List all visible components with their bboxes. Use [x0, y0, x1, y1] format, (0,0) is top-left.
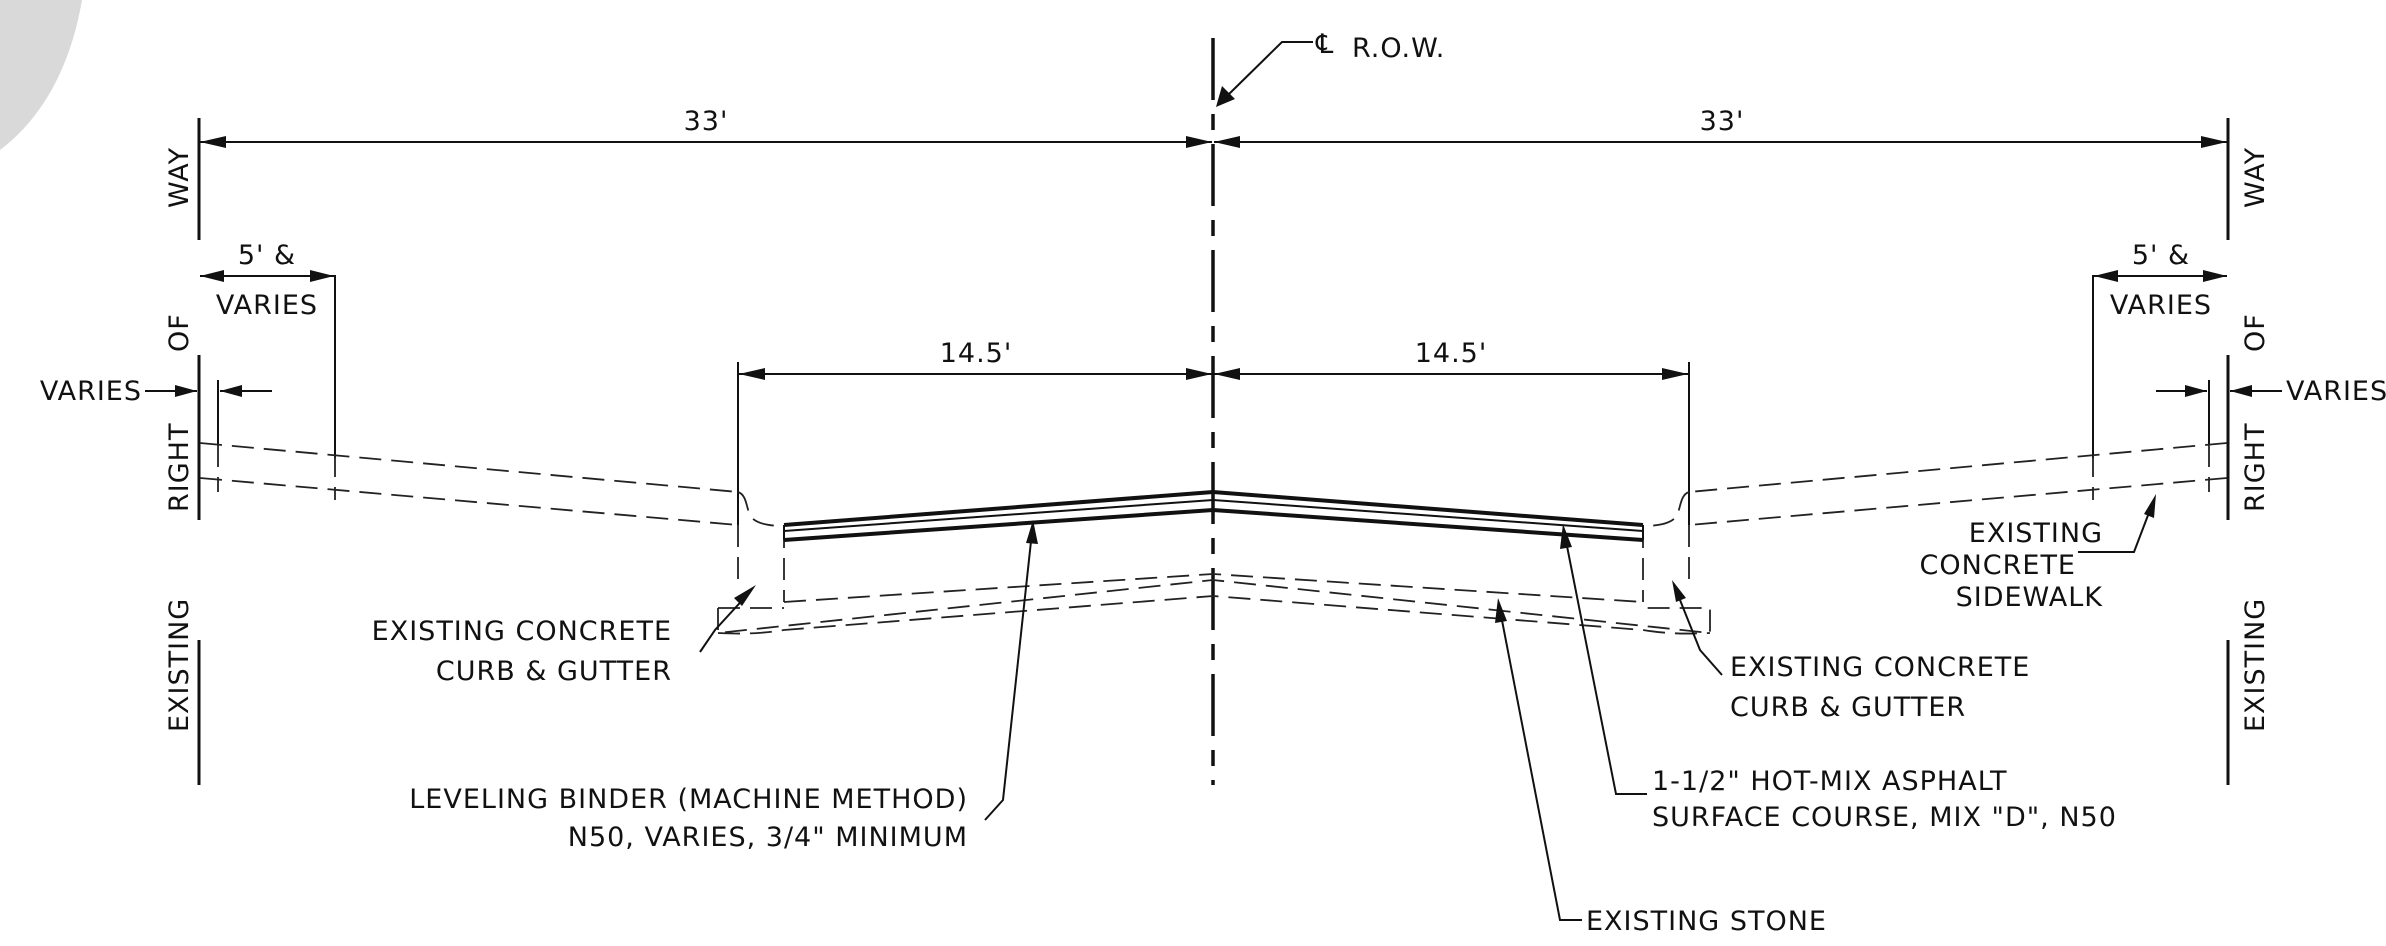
new-pavement-surface — [783, 489, 1644, 542]
dim-sidewalk-left-line — [200, 270, 336, 458]
centerline-label: R.O.W. — [1352, 33, 1445, 64]
dim-offset-right-line — [2156, 380, 2282, 445]
callout-curb-left-1: EXISTING CONCRETE — [372, 616, 672, 647]
dim-pavement-left-line — [737, 362, 1212, 525]
dim-row-right: 33' — [1700, 106, 1745, 137]
dim-sidewalk-right-line — [2092, 270, 2227, 458]
row-left-word-existing: EXISTING — [164, 598, 195, 732]
curb-gutter-right — [1642, 491, 1690, 602]
row-right-word-of: OF — [2240, 313, 2271, 352]
callout-curb-right-2: CURB & GUTTER — [1730, 692, 1966, 723]
scan-corner-shading — [0, 0, 82, 150]
leader-sidewalk-right — [2078, 494, 2156, 553]
callout-surface-course-2: SURFACE COURSE, MIX "D", N50 — [1652, 802, 2117, 833]
dim-pavement-left: 14.5' — [940, 338, 1013, 369]
callout-sidewalk-right-2: CONCRETE — [1919, 550, 2076, 581]
callout-curb-left-2: CURB & GUTTER — [436, 656, 672, 687]
row-left-word-way: WAY — [164, 147, 195, 208]
dim-row-left: 33' — [684, 106, 729, 137]
dim-pavement-right-line — [1214, 362, 1690, 525]
leader-surface-course — [1560, 524, 1647, 795]
dim-sidewalk-right-2: VARIES — [2110, 290, 2212, 321]
callout-leveling-binder-1: LEVELING BINDER (MACHINE METHOD) — [409, 784, 968, 815]
callout-sidewalk-right-1: EXISTING — [1969, 518, 2103, 549]
dim-pavement-right: 14.5' — [1415, 338, 1488, 369]
row-right-word-way: WAY — [2240, 147, 2271, 208]
dim-offset-left-line — [145, 380, 272, 445]
leader-existing-stone — [1495, 598, 1582, 921]
dim-offset-left: VARIES — [40, 376, 142, 407]
centerline-symbol: ℄ — [1315, 29, 1334, 60]
callout-sidewalk-right-3: SIDEWALK — [1956, 582, 2104, 613]
existing-sidewalk-left — [199, 442, 739, 526]
centerline-leader — [1216, 41, 1313, 107]
callout-leveling-binder-2: N50, VARIES, 3/4" MINIMUM — [568, 822, 968, 853]
row-left-word-right: RIGHT — [164, 423, 195, 512]
dim-offset-right: VARIES — [2286, 376, 2386, 407]
existing-sidewalk-right — [1688, 442, 2228, 526]
dim-sidewalk-left-1: 5' & — [238, 240, 296, 271]
callout-curb-right-1: EXISTING CONCRETE — [1730, 652, 2030, 683]
dim-sidewalk-left-2: VARIES — [216, 290, 318, 321]
callout-surface-course-1: 1-1/2" HOT-MIX ASPHALT — [1652, 766, 2008, 797]
leader-curb-left — [699, 585, 756, 653]
row-right-word-existing: EXISTING — [2240, 598, 2271, 732]
leader-curb-right — [1672, 580, 1723, 676]
row-right-word-right: RIGHT — [2240, 423, 2271, 512]
curb-gutter-left — [737, 491, 785, 602]
dim-row-left-line — [200, 136, 1212, 148]
existing-stone-base — [717, 573, 1711, 635]
dim-row-right-line — [1214, 136, 2227, 148]
dim-sidewalk-right-1: 5' & — [2132, 240, 2190, 271]
callout-existing-stone: EXISTING STONE — [1586, 906, 1827, 937]
leader-leveling-binder — [984, 520, 1038, 821]
row-left-word-of: OF — [164, 313, 195, 352]
